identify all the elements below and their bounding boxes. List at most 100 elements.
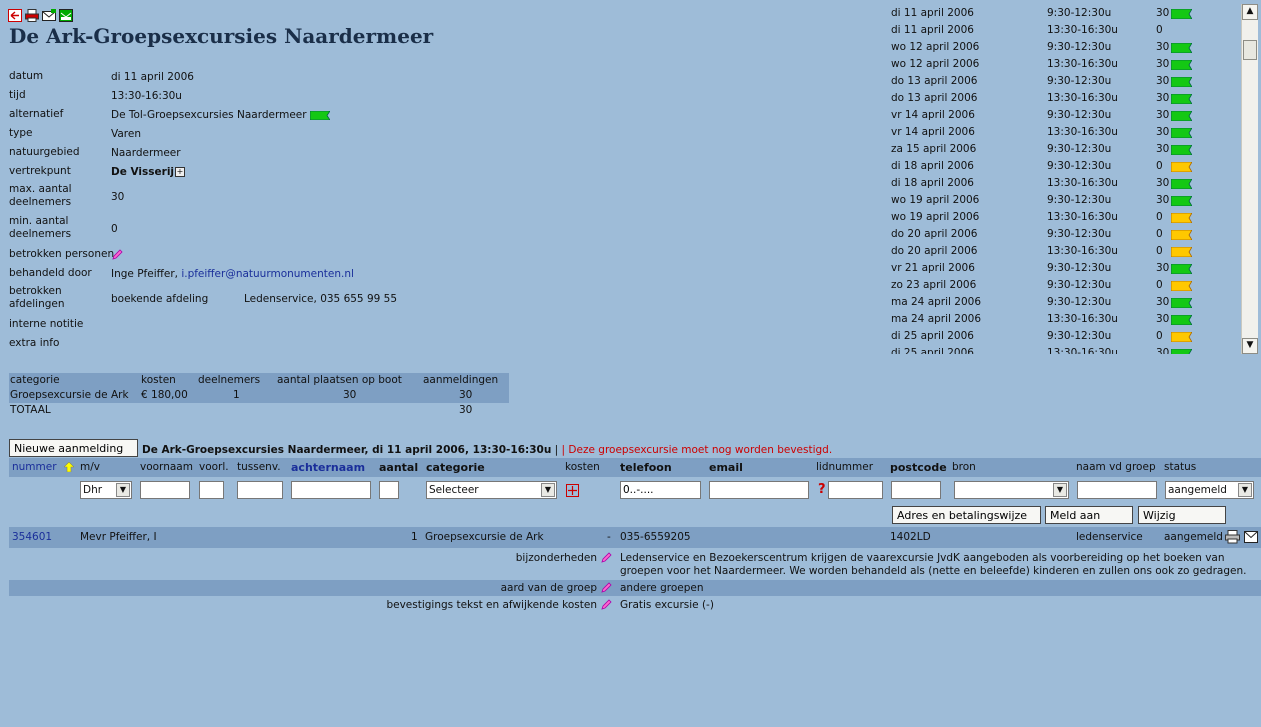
status-select[interactable]: aangemeld▼ <box>1165 481 1254 499</box>
afdelingen-sub: boekende afdeling <box>111 293 209 305</box>
bron-select[interactable]: ▼ <box>954 481 1069 499</box>
email-input[interactable] <box>709 481 809 499</box>
summary-cell: 1 <box>233 389 240 401</box>
green-flag-icon <box>1171 9 1192 19</box>
categorie-select[interactable]: Selecteer▼ <box>426 481 557 499</box>
schedule-count: 30 <box>1156 75 1170 87</box>
print-icon[interactable] <box>25 9 39 22</box>
postcode-input[interactable] <box>891 481 941 499</box>
header-nummer[interactable]: nummer <box>12 461 75 473</box>
green-flag-icon <box>1171 264 1192 274</box>
voorl-input[interactable] <box>199 481 224 499</box>
mail-check-icon[interactable] <box>59 9 73 22</box>
mail-icon[interactable] <box>1244 531 1258 543</box>
groep-input[interactable] <box>1077 481 1157 499</box>
info-label: type <box>9 127 33 139</box>
summary-cell: 30 <box>459 389 473 401</box>
schedule-date: wo 19 april 2006 <box>891 211 980 223</box>
print-icon[interactable] <box>1225 530 1240 544</box>
adres-button[interactable]: Adres en betalingswijze <box>892 506 1041 524</box>
schedule-date: di 18 april 2006 <box>891 160 974 172</box>
mv-selected: Dhr <box>83 484 103 496</box>
header-achternaam[interactable]: achternaam <box>291 461 366 474</box>
info-value: 30 <box>111 191 125 203</box>
row-nummer-link[interactable]: 354601 <box>12 531 53 543</box>
yellow-flag-icon <box>1171 230 1192 240</box>
mail-icon[interactable] <box>42 9 56 22</box>
voornaam-input[interactable] <box>140 481 190 499</box>
info-label: vertrekpunt <box>9 165 71 177</box>
total-label: TOTAAL <box>10 404 51 416</box>
info-value: 13:30-16:30u <box>111 90 182 102</box>
summary-total: TOTAAL 30 <box>9 403 509 418</box>
edit-pencil-icon[interactable] <box>112 249 123 260</box>
new-registration-button[interactable]: Nieuwe aanmelding <box>9 439 138 457</box>
yellow-flag-icon <box>1171 332 1192 342</box>
help-icon[interactable]: ? <box>818 482 826 497</box>
wijzig-button[interactable]: Wijzig <box>1138 506 1226 524</box>
scroll-thumb[interactable] <box>1243 40 1257 60</box>
scroll-up-button[interactable]: ▲ <box>1242 4 1258 20</box>
schedule-time: 13:30-16:30u <box>1047 347 1118 354</box>
summary-table: categorie kosten deelnemers aantal plaat… <box>9 373 509 403</box>
schedule-time: 9:30-12:30u <box>1047 7 1112 19</box>
schedule-count: 0 <box>1156 160 1163 172</box>
grid-header: nummer m/v voornaam voorl. tussenv. acht… <box>9 458 1261 477</box>
categorie-selected: Selecteer <box>429 484 479 496</box>
expand-icon[interactable]: + <box>175 167 186 177</box>
schedule-count: 30 <box>1156 58 1170 70</box>
add-cost-icon[interactable] <box>566 484 579 497</box>
aantal-input[interactable] <box>379 481 399 499</box>
edit-pencil-icon[interactable] <box>601 599 612 610</box>
schedule-scrollbar[interactable]: ▲ ▼ <box>1241 4 1258 354</box>
row-naam: Mevr Pfeiffer, I <box>80 531 157 543</box>
chevron-down-icon: ▼ <box>1238 483 1252 497</box>
tussenv-input[interactable] <box>237 481 283 499</box>
row-postcode: 1402LD <box>890 531 931 543</box>
info-label: max. aantal deelnemers <box>9 183 72 208</box>
mv-select[interactable]: Dhr▼ <box>80 481 132 499</box>
detail-aard: aard van de groep andere groepen <box>9 580 1261 596</box>
lidnummer-input[interactable] <box>828 481 883 499</box>
alternatief-link[interactable]: De Tol-Groepsexcursies Naardermeer <box>111 109 307 121</box>
green-flag-icon <box>1171 179 1192 189</box>
detail-label: bijzonderheden <box>515 552 597 564</box>
telefoon-input[interactable] <box>620 481 701 499</box>
edit-pencil-icon[interactable] <box>601 582 612 593</box>
schedule-count: 30 <box>1156 194 1170 206</box>
edit-pencil-icon[interactable] <box>601 552 612 563</box>
back-icon[interactable] <box>8 9 22 22</box>
green-flag-icon <box>1171 128 1192 138</box>
afdelingen-value: Ledenservice, 035 655 99 55 <box>244 293 398 305</box>
achternaam-input[interactable] <box>291 481 371 499</box>
meld-aan-button[interactable]: Meld aan <box>1045 506 1133 524</box>
schedule-date: vr 14 april 2006 <box>891 109 975 121</box>
schedule-count: 30 <box>1156 143 1170 155</box>
schedule-time: 9:30-12:30u <box>1047 279 1112 291</box>
scroll-down-button[interactable]: ▼ <box>1242 338 1258 354</box>
schedule-date: do 20 april 2006 <box>891 245 978 257</box>
header-email: email <box>709 461 743 474</box>
behandeld-email-link[interactable]: i.pfeiffer@natuurmonumenten.nl <box>181 268 354 280</box>
